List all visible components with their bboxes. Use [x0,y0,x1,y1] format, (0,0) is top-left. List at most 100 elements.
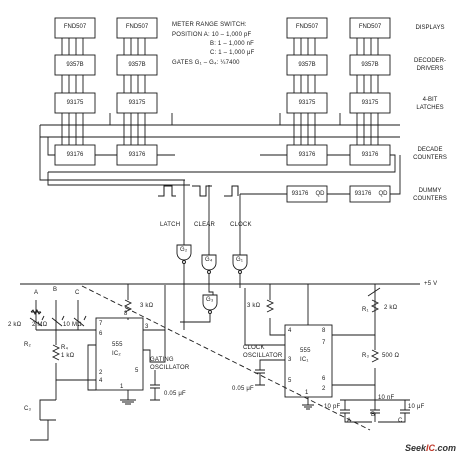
cap-10nf: 10 nF [378,395,395,401]
gate-label-g4: G₄ [205,257,213,263]
bus-lines [39,113,400,186]
watermark: SeekIC.com [404,443,456,453]
ic2-pin-3: 3 [145,324,149,330]
ic2-pin-5: 5 [135,368,139,374]
label-decoder-1: DECODER- [413,58,446,64]
display-chip [54,17,96,39]
latch-chip [54,92,96,114]
r4-value: 1 kΩ [61,353,75,359]
ic2-type: 555 [112,342,123,348]
signal-latch: LATCH [160,222,181,228]
decoder-chip [54,54,96,76]
switch-linkage [81,285,371,431]
signal-clear: CLEAR [194,222,216,228]
digit-column-4 [349,17,391,166]
meter-range-title: METER RANGE SWITCH: [172,22,247,28]
ic2-pin-6: 6 [99,331,103,337]
cap-10pf: 10 pF [324,404,341,410]
label-displays: DISPLAYS [415,25,445,31]
label-counters-1: DECADE [417,147,443,153]
gating-name-2: OSCILLATOR [150,365,190,371]
dummy-counters [240,155,401,203]
clock-sw-c: C [398,418,403,424]
label-latches-1: 4-BIT [422,97,438,103]
chip-label-display-3: FND507 [295,24,319,30]
clock-name-2: OSCILLATOR [243,353,283,359]
dummy-qd-2: QD [378,191,388,197]
ic1-box [284,324,333,398]
ic1-pin-2: 2 [322,386,326,392]
label-counters-2: COUNTERS [413,155,447,161]
label-dummy-2: COUNTERS [413,196,447,202]
gate-g2 [176,244,192,261]
gate-label-g1: G₁ [236,257,244,263]
meter-range-pos-a: POSITION A: 10 – 1,000 pF [172,32,252,38]
chip-label-decoder-3: 9357B [298,62,316,68]
chip-label-latch-4: 93175 [361,100,379,106]
clock-oscillator-circuit [244,284,410,423]
chip-label-counter-4: 93176 [361,152,379,158]
digit-column-3 [286,17,328,166]
ic1-type: 555 [300,348,311,354]
label-latches-2: LATCHES [416,105,444,111]
r4-label: R₄ [61,345,69,351]
ic1-pin-1: 1 [305,390,309,396]
gate-label-g2: G₂ [180,247,188,253]
gate-label-g3: G₃ [206,297,214,303]
clock-sw-b: B [371,412,376,418]
ic2-pin-1: 1 [120,384,124,390]
chip-label-latch-2: 93175 [128,100,146,106]
ic1-pin-6: 6 [322,376,326,382]
clock-3k: 3 kΩ [247,303,261,309]
switch-a: A [34,290,39,296]
chip-label-counter-2: 93176 [128,152,146,158]
digit-column-2 [116,17,158,166]
ic1-pin-7: 7 [322,340,326,346]
signal-clock: CLOCK [230,222,252,228]
ic2-label: IC₂ [112,351,121,357]
chip-label-display-1: FND507 [63,24,87,30]
ic1-pin-5: 5 [288,378,292,384]
meter-range-gates: GATES G₁ – G₄: ¼7400 [172,60,240,66]
nand-gates [176,244,248,330]
ic2-box [95,317,144,391]
gating-cap: 0.05 μF [164,391,186,397]
chip-label-decoder-1: 9357B [66,62,84,68]
digit-column-1 [54,17,96,166]
ic1-label: IC₁ [300,357,309,363]
gate-g3 [202,294,218,311]
ic2-pin-7: 7 [99,321,103,327]
res-2m: 2 MΩ [32,322,48,328]
clock-name-1: CLOCK [243,345,265,351]
chip-label-decoder-2: 9357B [128,62,146,68]
r2-label: R₂ [24,342,32,348]
label-decoder-2: DRIVERS [416,66,444,72]
chip-label-dummy-2: 93176 [354,191,372,197]
ic1-pin-4: 4 [288,328,292,334]
chip-label-counter-1: 93176 [66,152,84,158]
r3-label: R₃ [362,353,370,359]
ic1-pin-3: 3 [288,357,292,363]
chip-label-display-2: FND507 [125,24,149,30]
res-2k: 2 kΩ [8,322,22,328]
chip-label-latch-3: 93175 [298,100,316,106]
ic2-pin-2: 2 [99,370,103,376]
res-10m: 10 MΩ [63,322,82,328]
chip-label-decoder-4: 9357B [361,62,379,68]
gating-3k: 3 kΩ [140,303,154,309]
r1-value: 2 kΩ [384,305,398,311]
r1-label: R₁ [362,307,369,313]
dummy-qd-1: QD [315,191,325,197]
gating-name-1: GATING [150,357,174,363]
clock-sw-a: A [347,418,352,424]
switch-c: C [75,290,80,296]
r3-value: 500 Ω [382,353,400,359]
gate-g4 [201,254,217,271]
timing-waveforms [158,185,239,197]
ic2-pin-8: 8 [124,311,128,317]
clock-cap: 0.05 μF [232,386,254,392]
label-dummy-1: DUMMY [418,188,442,194]
chip-label-dummy-1: 93176 [291,191,309,197]
chip-label-display-4: FND507 [358,24,382,30]
